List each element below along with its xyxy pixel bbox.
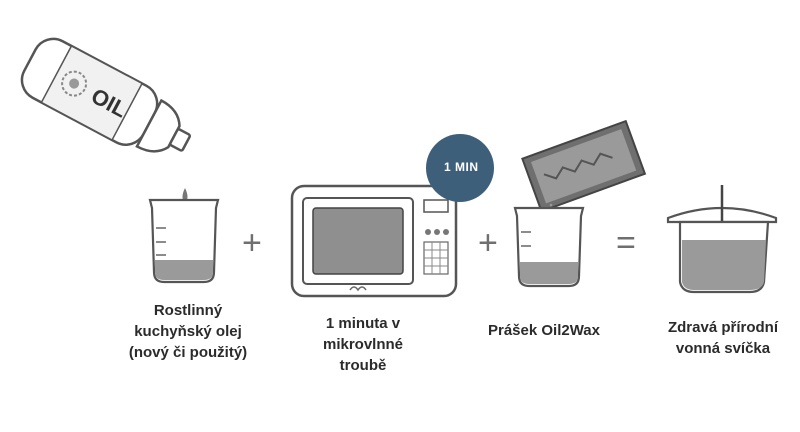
caption-oil: Rostlinný kuchyňský olej (nový či použit… <box>118 300 258 363</box>
oil-bottle-icon: OIL <box>20 37 192 153</box>
caption-candle-line-1: Zdravá přírodní <box>667 319 779 336</box>
caption-microwave-line-2: mikrovlnné <box>322 336 404 353</box>
caption-powder-line-1: Prášek Oil2Wax <box>487 322 600 339</box>
beaker-oil-icon <box>148 198 220 284</box>
caption-microwave-line-3: troubě <box>339 357 387 374</box>
caption-oil-line-3: (nový či použitý) <box>128 344 248 361</box>
equals-operator: = <box>616 224 636 262</box>
caption-candle-line-2: vonná svíčka <box>675 340 771 357</box>
plus-operator-2: + <box>478 224 498 262</box>
caption-oil-line-2: kuchyňský olej <box>134 323 242 340</box>
plus-operator-1: + <box>242 224 262 262</box>
caption-oil-line-1: Rostlinný <box>153 302 223 319</box>
caption-microwave-line-1: 1 minuta v <box>325 315 401 332</box>
caption-microwave: 1 minuta v mikrovlnné troubě <box>303 313 423 376</box>
timer-badge-label: 1 MIN <box>444 160 479 174</box>
timer-badge <box>426 134 494 202</box>
candle-icon <box>666 185 778 294</box>
caption-candle: Zdravá přírodní vonná svíčka <box>648 317 798 359</box>
beaker-powder-icon <box>513 206 585 288</box>
microwave-icon <box>290 184 458 298</box>
caption-powder: Prášek Oil2Wax <box>474 320 614 341</box>
powder-packet-icon <box>521 119 647 213</box>
